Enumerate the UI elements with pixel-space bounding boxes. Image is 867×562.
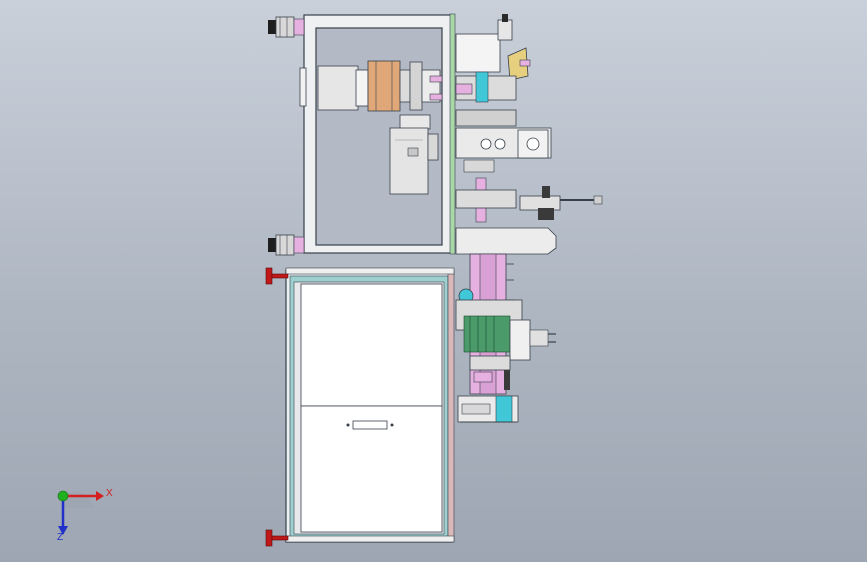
red-foot-top <box>265 267 289 285</box>
top-right-block[interactable] <box>455 14 531 81</box>
main-cylinder-assembly[interactable] <box>317 60 443 112</box>
side-actuator[interactable] <box>519 186 603 220</box>
lower-cabinet[interactable] <box>285 267 455 543</box>
roller-unit[interactable] <box>457 395 519 423</box>
axis-z-label: Z <box>57 532 64 543</box>
upper-foot-bottom <box>268 234 305 256</box>
linear-mechanism-lower[interactable] <box>455 288 556 390</box>
coordinate-triad-icon <box>57 490 104 535</box>
linear-mechanism-upper[interactable] <box>455 71 552 223</box>
upper-foot-top <box>268 16 305 38</box>
coordinate-triad: X Z <box>48 478 118 548</box>
red-foot-bottom <box>265 529 289 547</box>
axis-x-label: X <box>106 488 113 499</box>
motor-unit[interactable] <box>389 114 439 195</box>
